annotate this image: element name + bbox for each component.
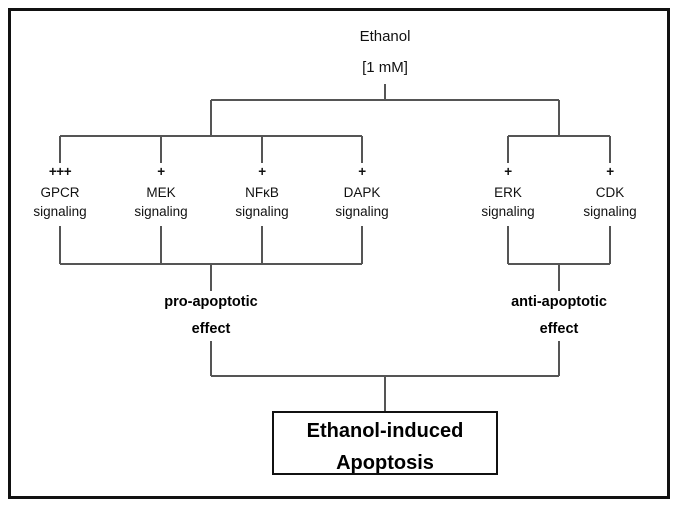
node-mek-name: MEK: [146, 184, 176, 200]
node-mek: + MEK signaling: [111, 165, 211, 219]
outcome-box: Ethanol-induced Apoptosis: [272, 411, 498, 475]
node-erk: + ERK signaling: [458, 165, 558, 219]
node-dapk: + DAPK signaling: [312, 165, 412, 219]
node-gpcr-line2: signaling: [33, 204, 87, 219]
node-mek-sign: +: [157, 164, 165, 179]
effect-anti-line2: effect: [539, 321, 579, 337]
effect-anti-apoptotic: anti-apoptotic effect: [469, 294, 649, 337]
diagram-title: Ethanol [1 mM]: [285, 28, 485, 76]
outcome-line2: Apoptosis: [336, 452, 434, 474]
node-erk-name: ERK: [494, 184, 522, 200]
effect-pro-line2: effect: [191, 321, 231, 337]
node-mek-line2: signaling: [134, 204, 188, 219]
node-nfkb-line2: signaling: [235, 204, 289, 219]
title-concentration-text: [1 mM]: [362, 59, 408, 76]
effect-pro-line1: pro-apoptotic: [164, 294, 258, 310]
node-gpcr: +++ GPCR signaling: [10, 165, 110, 219]
node-erk-sign: +: [504, 164, 512, 179]
node-cdk: + CDK signaling: [560, 165, 660, 219]
node-nfkb-name: NFκB: [245, 184, 279, 200]
node-gpcr-sign: +++: [48, 164, 72, 179]
node-cdk-sign: +: [606, 164, 614, 179]
node-cdk-name: CDK: [595, 184, 625, 200]
node-gpcr-name: GPCR: [40, 184, 80, 200]
node-dapk-line2: signaling: [335, 204, 389, 219]
node-nfkb: + NFκB signaling: [212, 165, 312, 219]
node-erk-line2: signaling: [481, 204, 535, 219]
node-dapk-sign: +: [358, 164, 366, 179]
node-nfkb-sign: +: [258, 164, 266, 179]
effect-anti-line1: anti-apoptotic: [511, 294, 607, 310]
node-dapk-name: DAPK: [343, 184, 381, 200]
title-main-text: Ethanol: [359, 28, 411, 45]
outcome-line1: Ethanol-induced: [306, 420, 464, 442]
effect-pro-apoptotic: pro-apoptotic effect: [121, 294, 301, 337]
node-cdk-line2: signaling: [583, 204, 637, 219]
